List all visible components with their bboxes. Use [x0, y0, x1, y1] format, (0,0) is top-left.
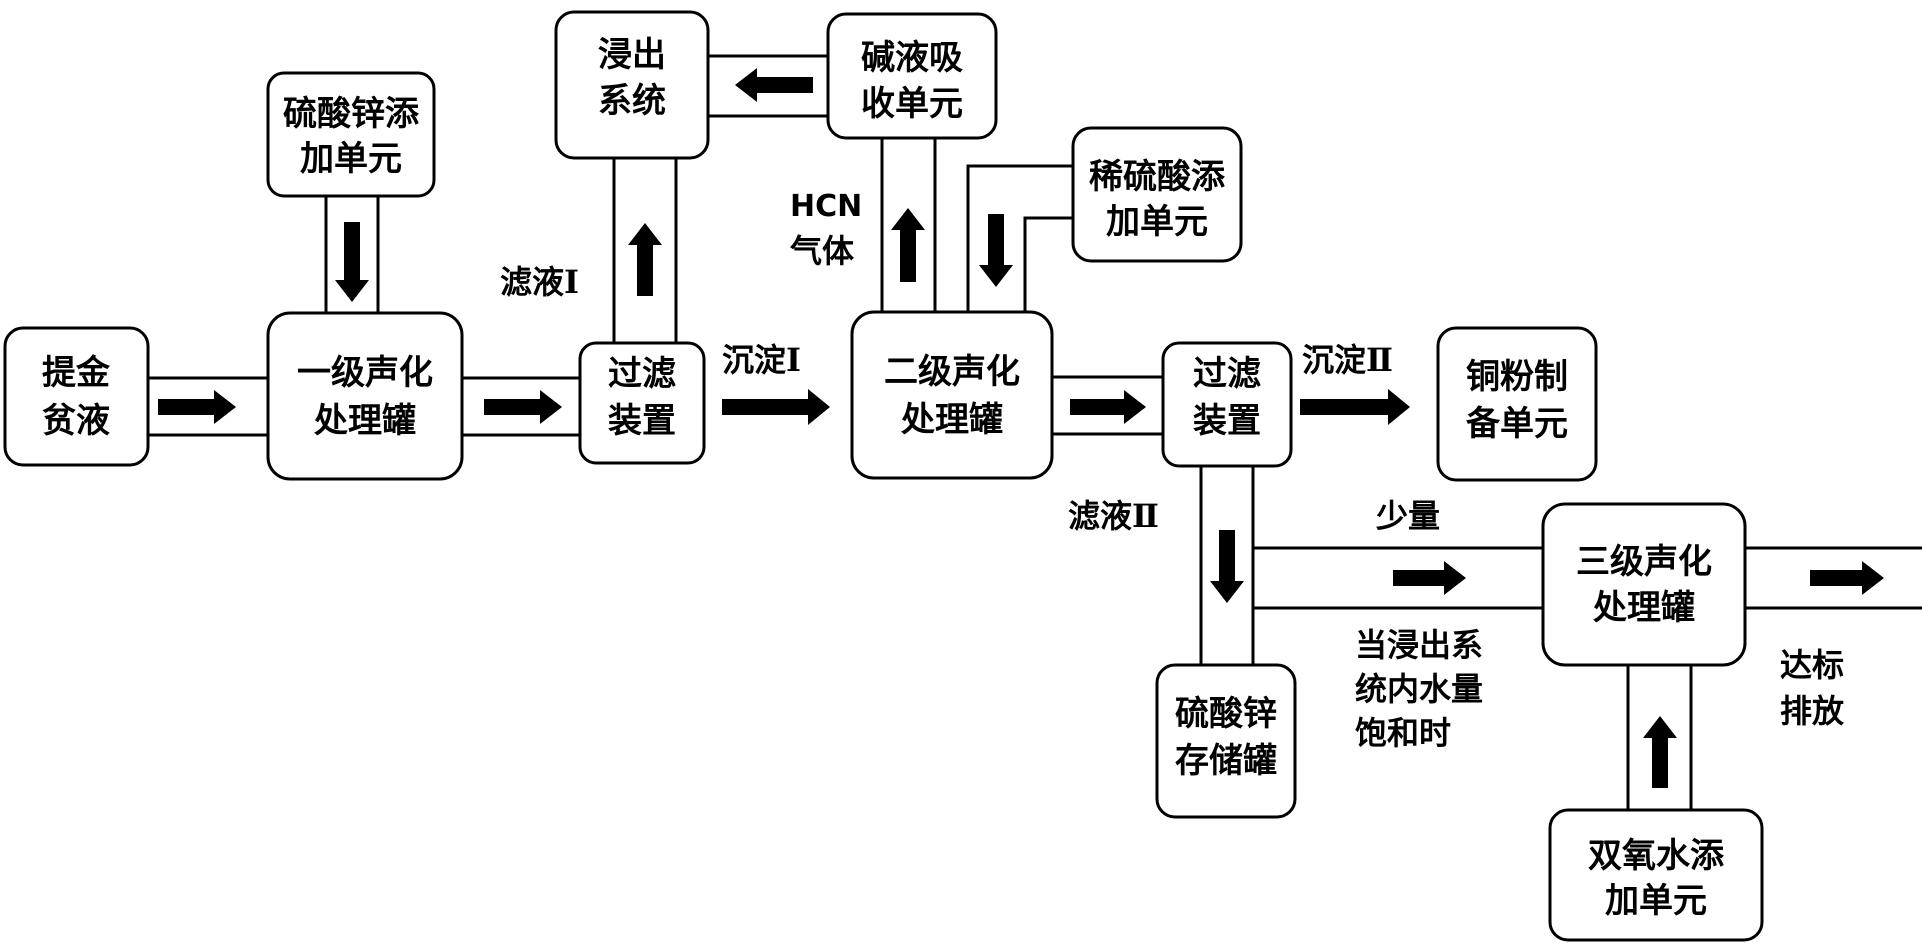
node-h2so4-add-line2: 加单元 [1106, 202, 1208, 242]
arrow-right-small [1393, 561, 1466, 595]
label-discharge-line2: 排放 [1780, 692, 1845, 730]
node-znso4-store-line2: 存储罐 [1175, 741, 1277, 781]
arrow-right-discharge [1810, 561, 1884, 595]
node-tank1-line2: 处理罐 [313, 401, 416, 441]
label-gas: 气体 [790, 232, 854, 270]
node-tank3-line2: 处理罐 [1592, 588, 1695, 628]
pipe-h2so4-tank2-outer [966, 164, 1073, 312]
node-h2o2-add-box [1548, 808, 1764, 942]
arrow-right-tijin [158, 390, 236, 424]
arrow-up-h2o2 [1643, 716, 1677, 788]
arrow-right-precip1 [722, 389, 830, 425]
node-tijin-box [3, 326, 150, 467]
arrow-right-precip2 [1300, 389, 1410, 425]
node-znso4-add-line2: 加单元 [300, 139, 402, 179]
node-tank3-line1: 三级声化 [1576, 542, 1712, 582]
node-znso4-add-box [266, 71, 436, 198]
arrow-right-tank1 [484, 390, 562, 424]
node-tijin-line2: 贫液 [42, 401, 110, 441]
label-hcn: HCN [790, 189, 862, 224]
node-copper-line1: 铜粉制 [1466, 357, 1568, 397]
node-znso4-store-box [1155, 663, 1297, 819]
node-h2so4-add-line1: 稀硫酸添 [1089, 157, 1225, 197]
label-condition-line2: 统内水量 [1355, 670, 1483, 708]
node-h2o2-add-line1: 双氧水添 [1588, 836, 1724, 876]
arrow-left-alkali [735, 68, 813, 102]
node-filter1-line1: 过滤 [608, 354, 676, 394]
label-filtrate1: 滤液Ⅰ [500, 263, 579, 301]
node-tank2-line2: 处理罐 [900, 400, 1003, 440]
node-tank1-line1: 一级声化 [297, 353, 433, 393]
arrow-down-filtrate2 [1210, 530, 1244, 603]
label-precip2: 沉淀Ⅱ [1302, 341, 1393, 379]
arrow-down-h2so4 [979, 214, 1013, 287]
node-alkali-line1: 碱液吸 [861, 38, 963, 78]
node-filter2-box [1161, 341, 1293, 468]
arrow-down-znso4 [335, 222, 369, 302]
node-tank2-box [850, 310, 1054, 480]
label-condition-line1: 当浸出系 [1355, 626, 1483, 664]
label-discharge-line1: 达标 [1780, 646, 1844, 684]
arrow-right-tank2 [1070, 390, 1146, 424]
node-tank1-box [266, 311, 464, 481]
node-filter2-line1: 过滤 [1193, 354, 1261, 394]
node-alkali-line2: 收单元 [861, 84, 963, 124]
label-condition-line3: 饱和时 [1355, 714, 1451, 752]
node-h2so4-add-box [1071, 126, 1243, 263]
node-copper-box [1436, 326, 1598, 482]
node-tank3-box [1541, 502, 1747, 667]
node-filter2-line2: 装置 [1193, 401, 1261, 441]
node-filter1-box [578, 341, 706, 465]
node-leach-box [554, 10, 710, 160]
label-filtrate2: 滤液Ⅱ [1068, 497, 1159, 535]
node-alkali-box [826, 12, 998, 140]
node-tijin-line1: 提金 [42, 353, 111, 393]
node-copper-line2: 备单元 [1466, 404, 1568, 444]
arrow-up-hcn [891, 208, 925, 282]
node-tank2-line1: 二级声化 [884, 352, 1020, 392]
label-precip1: 沉淀Ⅰ [722, 341, 801, 379]
node-znso4-add-line1: 硫酸锌添 [283, 94, 419, 134]
node-h2o2-add-line2: 加单元 [1605, 881, 1707, 921]
node-leach-line1: 浸出 [598, 35, 666, 75]
node-znso4-store-line1: 硫酸锌 [1175, 694, 1277, 734]
pipe-h2so4-tank2-inner [1023, 216, 1073, 312]
arrow-up-filtrate1 [628, 223, 662, 296]
node-leach-line2: 系统 [598, 81, 666, 121]
label-small: 少量 [1376, 497, 1440, 535]
node-filter1-line2: 装置 [608, 401, 676, 441]
